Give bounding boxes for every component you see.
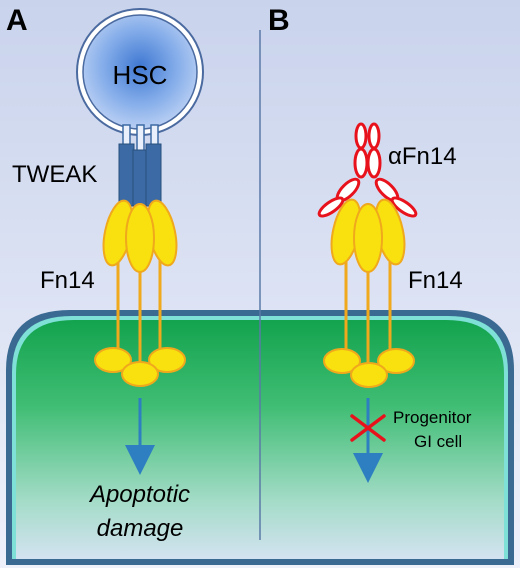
panel-b-letter: B <box>268 4 290 37</box>
antibody-afn14 <box>317 122 418 218</box>
fn14-label-a: Fn14 <box>40 267 95 294</box>
cell-label-line1: Progenitor <box>393 408 472 427</box>
panel-a-letter: A <box>6 4 28 37</box>
fn14-receptor-b <box>323 198 415 388</box>
tweak-ligand <box>118 124 162 207</box>
hsc-label: HSC <box>113 60 168 90</box>
fn14-receptor-a <box>94 199 186 387</box>
antibody-label: αFn14 <box>388 143 457 170</box>
hsc-cell <box>76 8 204 136</box>
inhibition-x-icon <box>350 414 386 442</box>
cell-label-line2: GI cell <box>414 432 462 451</box>
outcome-label-line1: Apoptotic <box>88 481 190 508</box>
fn14-label-b: Fn14 <box>408 267 463 294</box>
outcome-label-line2: damage <box>97 515 184 542</box>
tweak-label: TWEAK <box>12 161 97 188</box>
